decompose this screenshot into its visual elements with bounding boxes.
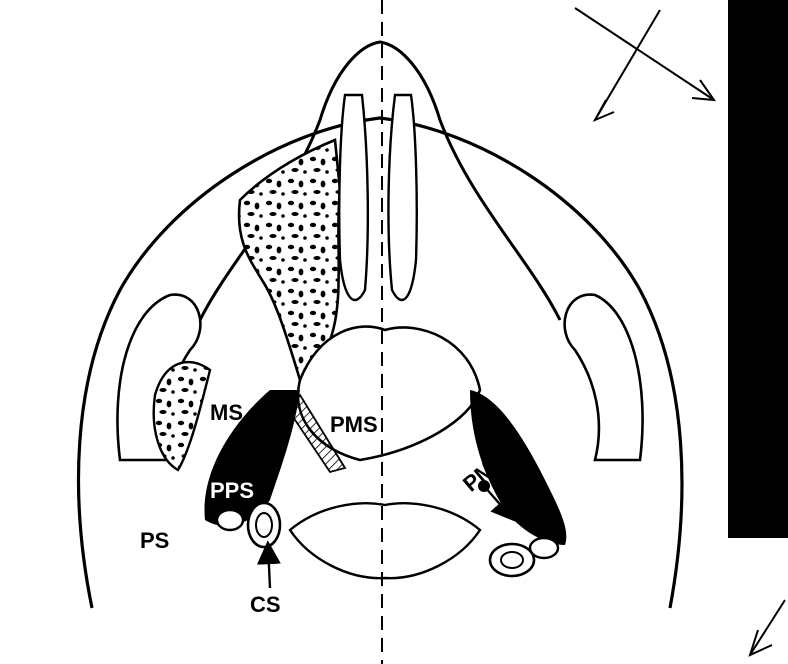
label-cs: CS <box>250 592 281 617</box>
right-vessels <box>490 538 558 576</box>
right-black-panel <box>728 0 788 538</box>
nose-outline <box>200 42 560 320</box>
label-ps: PS <box>140 528 169 553</box>
right-nasal-passage <box>388 95 416 300</box>
right-cavity-outline <box>565 295 643 460</box>
label-pps: PPS <box>210 478 254 503</box>
orientation-arrows-icon <box>575 8 714 120</box>
corner-arrow-icon <box>738 548 785 655</box>
left-nasal-passage <box>339 95 368 300</box>
left-maxillary-bone <box>154 362 210 470</box>
label-ms: MS <box>210 400 243 425</box>
label-pms-left: PMS <box>330 412 378 437</box>
cs-arrow <box>268 545 270 588</box>
vertebral-outline <box>290 503 480 578</box>
